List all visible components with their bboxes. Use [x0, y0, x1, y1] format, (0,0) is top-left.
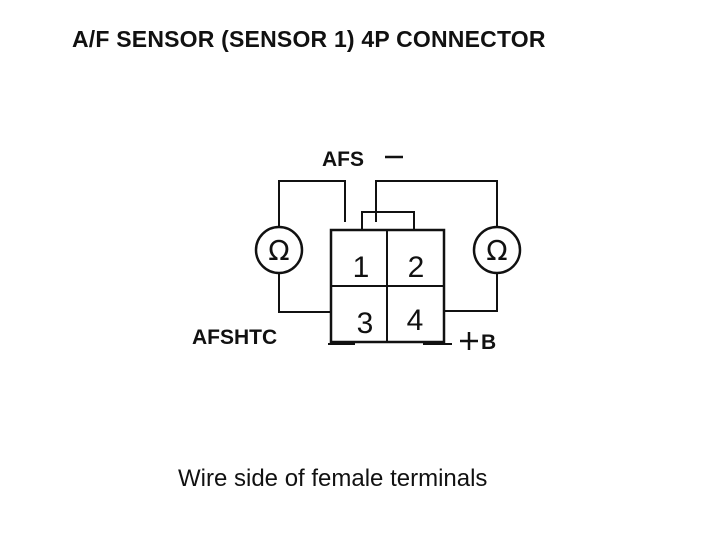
- label-afshtc: AFSHTC: [192, 326, 277, 349]
- diagram-title: A/F SENSOR (SENSOR 1) 4P CONNECTOR: [72, 26, 546, 52]
- pin-3: 3: [357, 307, 374, 340]
- wire-left-meter-to-pin1: [278, 180, 346, 227]
- pin-4: 4: [407, 304, 424, 337]
- ohm-symbol-right: Ω: [486, 234, 507, 267]
- connector-lock-tab: [361, 211, 415, 230]
- wire-left-meter-to-pin3: [278, 273, 331, 313]
- pin-1: 1: [353, 251, 370, 284]
- caption: Wire side of female terminals: [178, 465, 488, 492]
- connector-4p: [329, 211, 446, 344]
- ohmmeter-left: Ω: [254, 225, 304, 275]
- label-plus-b: B: [481, 331, 496, 354]
- wire-right-meter-to-pin1: [375, 180, 498, 227]
- wire-right-meter-to-pin4: [445, 273, 498, 312]
- label-afs: AFS: [322, 148, 364, 171]
- plus-sign-icon: [460, 332, 478, 350]
- ohmmeter-right: Ω: [472, 225, 522, 275]
- wires: [278, 180, 498, 345]
- pin-2: 2: [408, 251, 425, 284]
- ohm-symbol-left: Ω: [268, 234, 289, 267]
